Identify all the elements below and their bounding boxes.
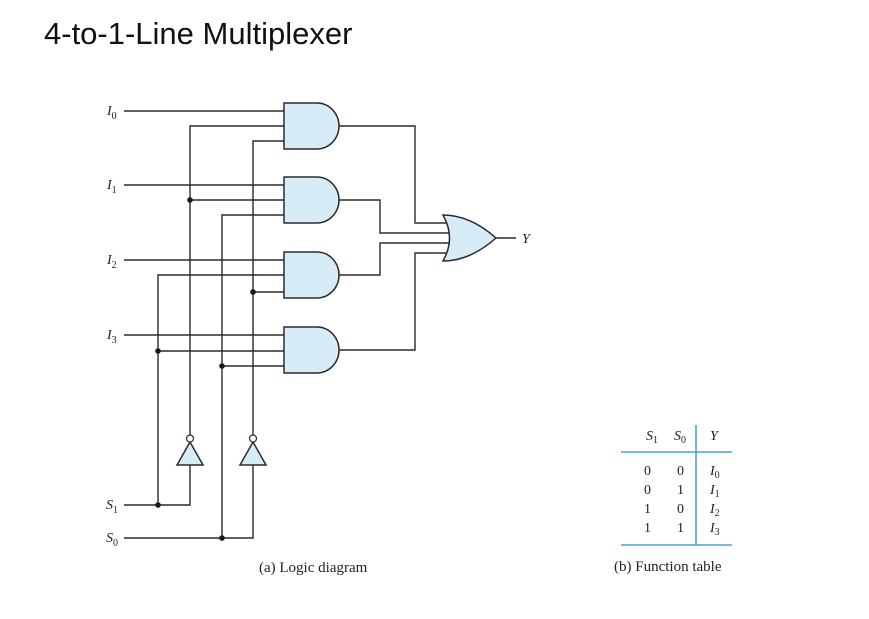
- wire-s0-true: [221, 214, 284, 538]
- and-gate-2: [283, 251, 340, 299]
- inverter-s1: [175, 440, 205, 466]
- junction-dot: [187, 197, 193, 203]
- select-label-s1: S1: [106, 498, 118, 516]
- wire-s0-not: [252, 140, 284, 437]
- input-label-i1: I1: [106, 178, 117, 196]
- junction-dot: [250, 289, 256, 295]
- table-cell: I0: [709, 464, 720, 481]
- input-label-i3: I3: [106, 328, 117, 346]
- table-cell: I1: [709, 483, 720, 500]
- caption-logic-diagram: (a) Logic diagram: [259, 560, 368, 576]
- and-gate-1: [283, 176, 340, 224]
- table-header-s0: S0: [674, 429, 686, 446]
- wires: [124, 110, 516, 539]
- table-cell: 1: [677, 483, 684, 498]
- table-header-y: Y: [710, 429, 720, 444]
- page-title: 4-to-1-Line Multiplexer: [44, 16, 353, 51]
- wire-s1-true: [157, 274, 284, 505]
- input-label-i0: I0: [106, 104, 117, 122]
- input-label-i2: I2: [106, 253, 117, 271]
- inverter-s0: [238, 440, 268, 466]
- table-cell: I2: [709, 502, 720, 519]
- wire-and0-out: [339, 125, 447, 224]
- function-table: S1 S0 Y 0 0 I0 0 1 I1 1 0 I2 1 1 I3: [621, 425, 732, 546]
- table-cell: 1: [677, 521, 684, 536]
- table-cell: I3: [709, 521, 720, 538]
- table-cell: 0: [677, 502, 684, 517]
- inverter-bubble: [248, 434, 258, 443]
- junction-dot: [219, 535, 225, 541]
- and-gate-3: [283, 326, 340, 374]
- wire-s1: [124, 465, 191, 506]
- output-label-y: Y: [522, 232, 532, 247]
- junctions: [155, 197, 256, 541]
- wire-s1-not: [189, 125, 284, 437]
- or-gate: [441, 214, 498, 262]
- wire-and1-out: [339, 199, 451, 234]
- table-cell: 1: [644, 521, 651, 536]
- select-label-s0: S0: [106, 531, 118, 549]
- junction-dot: [219, 363, 225, 369]
- caption-function-table: (b) Function table: [614, 559, 722, 575]
- wire-and2-out: [339, 242, 451, 276]
- table-cell: 0: [644, 483, 651, 498]
- wire-s0: [124, 465, 254, 539]
- junction-dot: [155, 502, 161, 508]
- table-header-s1: S1: [646, 429, 658, 446]
- table-cell: 0: [677, 464, 684, 479]
- table-cell: 1: [644, 502, 651, 517]
- wire-and3-out: [339, 252, 447, 351]
- junction-dot: [155, 348, 161, 354]
- inverter-bubble: [185, 434, 195, 443]
- table-cell: 0: [644, 464, 651, 479]
- and-gate-0: [283, 102, 340, 150]
